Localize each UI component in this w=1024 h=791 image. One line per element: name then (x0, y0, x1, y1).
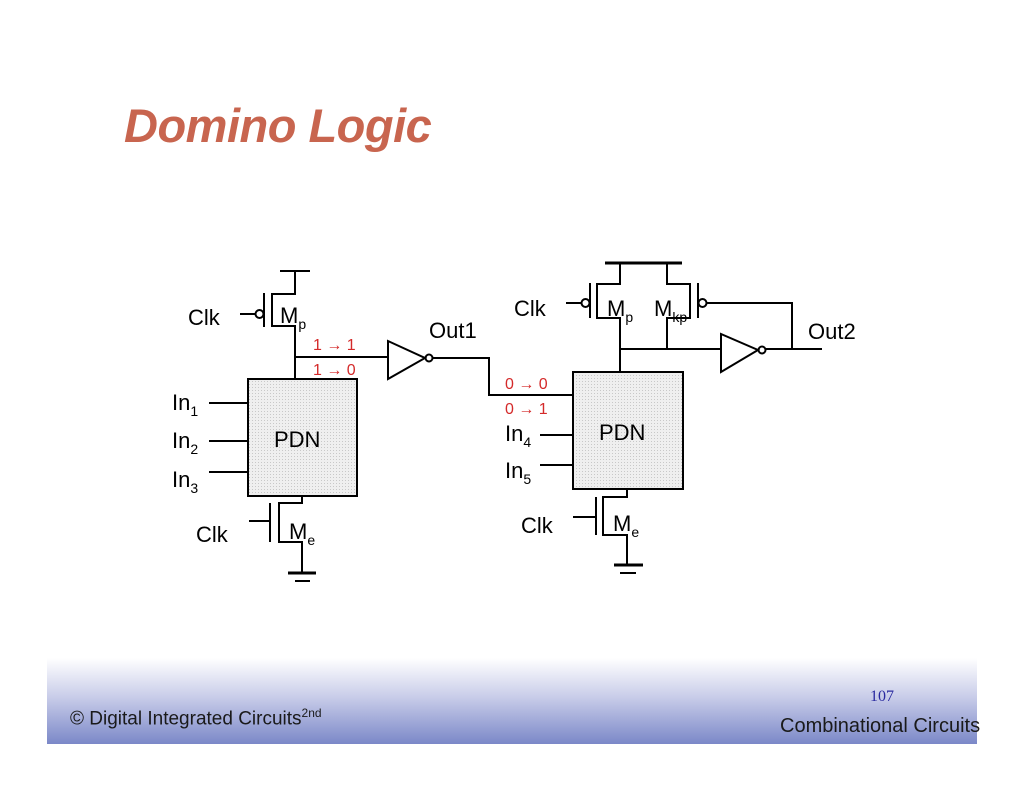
footer-band (47, 658, 977, 744)
out1-label: Out1 (429, 318, 477, 343)
slide-title: Domino Logic (124, 99, 432, 152)
section-title: Combinational Circuits (780, 715, 981, 737)
input-label: In2 (172, 428, 198, 457)
transition-label: 0 → 1 (505, 401, 548, 418)
transition-label: 0 → 0 (505, 376, 548, 393)
mp-label: Mp (280, 303, 306, 332)
mkp-label: Mkp (654, 296, 687, 325)
input-label: In1 (172, 390, 198, 419)
pdn-block-2 (572, 371, 684, 490)
gate-bubble-icon (254, 309, 265, 319)
inverter-2 (720, 332, 767, 374)
pdn-label: PDN (274, 427, 320, 452)
out2-label: Out2 (808, 319, 856, 344)
inverter-1 (387, 339, 434, 381)
pdn-label: PDN (599, 420, 645, 445)
page-number: 107 (870, 688, 894, 705)
stage2: Clk Mp Mkp Out2 0 → 0 0 → 1 In4 In5 PDN … (505, 261, 856, 574)
transition-label: 1 → 1 (313, 337, 356, 354)
stage1: Clk Mp 1 → 1 1 → 0 Out1 In1 In2 In3 PDN … (172, 270, 573, 582)
out1-wire (433, 357, 573, 396)
input-label: In3 (172, 467, 198, 496)
me-label: Me (289, 519, 315, 548)
clk-label: Clk (196, 522, 229, 547)
ground-icon (614, 563, 643, 574)
copyright-text: © Digital Integrated Circuits2nd (70, 706, 322, 730)
pdn-block-1 (247, 378, 358, 497)
clk-label: Clk (188, 305, 221, 330)
keeper-pmos-mkp (666, 263, 793, 349)
clk-label: Clk (521, 513, 554, 538)
input-label: In4 (505, 421, 531, 450)
clk-label: Clk (514, 296, 547, 321)
precharge-pmos-mp (240, 271, 296, 379)
evaluate-nmos-me (249, 496, 303, 573)
input-label: In5 (505, 458, 531, 487)
evaluate-nmos-me (573, 489, 628, 565)
mp-label: Mp (607, 296, 633, 325)
transition-label: 1 → 0 (313, 362, 356, 379)
precharge-pmos-mp (566, 263, 621, 372)
ground-icon (288, 571, 316, 582)
me-label: Me (613, 511, 639, 540)
